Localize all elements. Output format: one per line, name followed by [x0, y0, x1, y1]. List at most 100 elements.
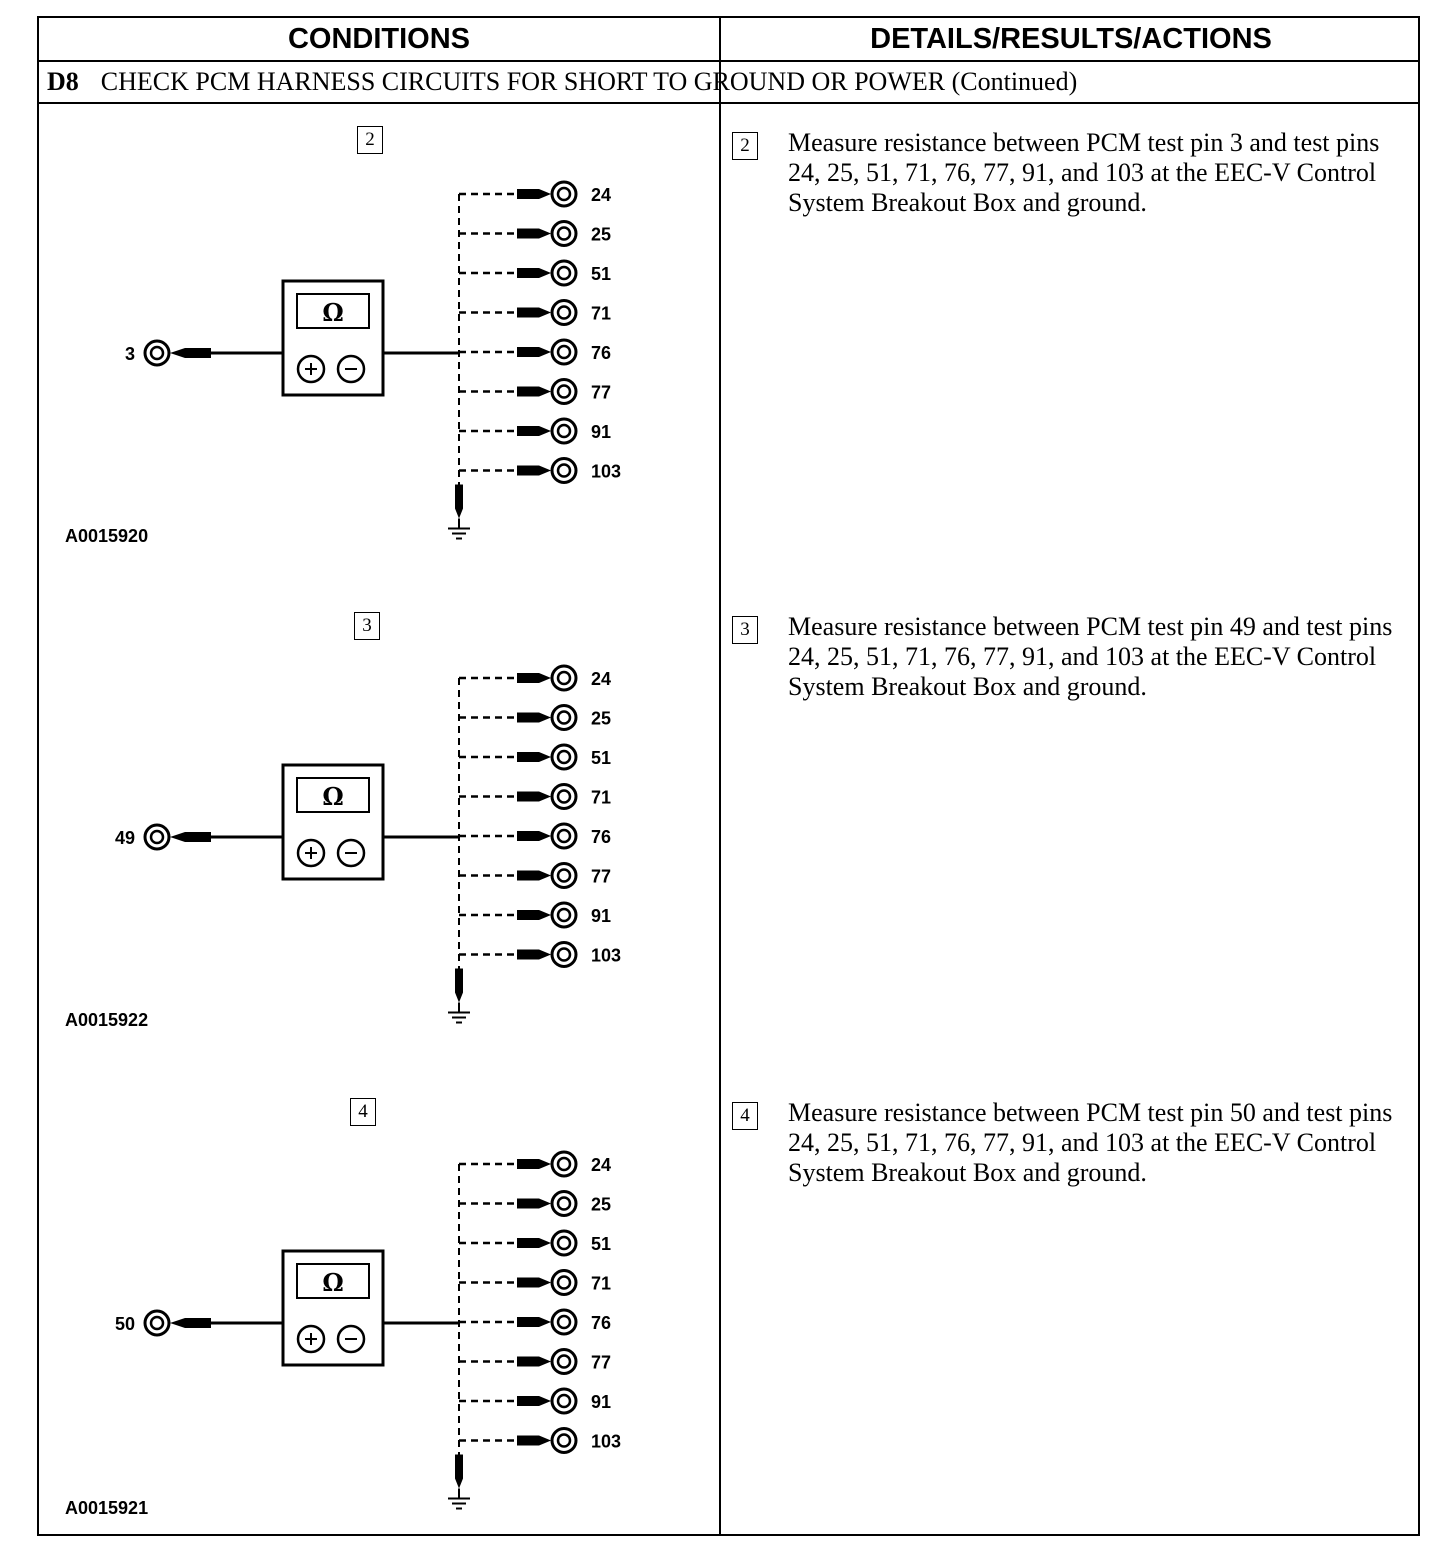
- target-pin-connector-inner: [556, 1235, 572, 1251]
- action-text: Measure resistance between PCM test pin …: [788, 128, 1380, 217]
- source-pin-label: 49: [115, 828, 135, 848]
- step-number-box: 3: [732, 616, 758, 644]
- target-pin-label: 103: [591, 462, 621, 482]
- action-text: Measure resistance between PCM test pin …: [788, 612, 1393, 701]
- source-pin-label: 50: [115, 1314, 135, 1334]
- source-pin-connector-inner: [149, 345, 165, 361]
- title-rule: [39, 102, 1418, 104]
- target-pin-connector-inner: [556, 1156, 572, 1172]
- step-title-row: D8 CHECK PCM HARNESS CIRCUITS FOR SHORT T…: [47, 62, 1077, 102]
- step-code: D8: [47, 67, 79, 96]
- probe-tip: [517, 1396, 551, 1406]
- target-pin-connector-inner: [556, 305, 572, 320]
- target-pin-label: 103: [591, 1432, 621, 1452]
- target-pin-label: 51: [591, 264, 611, 284]
- target-pin-connector: [550, 1308, 578, 1336]
- target-pin-connector-inner: [556, 1275, 572, 1290]
- ohm-symbol: Ω: [322, 782, 343, 811]
- source-pin-label: 3: [125, 344, 135, 364]
- target-pin-label: 71: [591, 304, 611, 324]
- step-number-box: 2: [357, 126, 383, 154]
- probe-tip: [517, 1159, 551, 1169]
- action-panel-step-3: 3 Measure resistance between PCM test pi…: [722, 588, 1422, 1074]
- target-pin-label: 77: [591, 1353, 611, 1373]
- step-number-box: 3: [354, 612, 380, 640]
- target-pin-label: 91: [591, 1392, 611, 1412]
- target-pin-connector-inner: [556, 1314, 572, 1330]
- figure-id: A0015922: [65, 1010, 149, 1030]
- source-pin-connector: [143, 339, 171, 367]
- target-pin-connector-inner: [556, 947, 572, 962]
- probe-tip: [517, 949, 551, 960]
- action-text: Measure resistance between PCM test pin …: [788, 1098, 1393, 1187]
- probe-tip: [517, 831, 551, 841]
- target-pin-label: 71: [591, 1274, 611, 1294]
- target-pin-connector-inner: [556, 749, 572, 765]
- target-pin-connector: [550, 180, 578, 208]
- probe-tip: [517, 386, 551, 397]
- step-title: CHECK PCM HARNESS CIRCUITS FOR SHORT TO …: [100, 67, 1078, 96]
- source-pin-connector: [143, 823, 171, 851]
- target-pin-connector-inner: [556, 1354, 572, 1369]
- step-number-box: 2: [732, 132, 758, 160]
- step-number-box: 4: [350, 1098, 376, 1126]
- source-pin-connector-inner: [149, 1315, 165, 1331]
- target-pin-label: 77: [591, 383, 611, 403]
- target-pin-connector: [550, 1427, 578, 1454]
- probe-tip: [517, 1238, 551, 1248]
- target-pin-connector-inner: [556, 828, 572, 844]
- target-pin-connector: [550, 941, 578, 968]
- probe-tip: [517, 1317, 551, 1327]
- target-pin-connector-inner: [556, 186, 572, 202]
- probe-tip: [517, 1435, 551, 1446]
- probe-tip: [517, 791, 551, 802]
- source-pin-connector: [143, 1309, 171, 1337]
- probe-tip: [517, 1356, 551, 1367]
- target-pin-label: 24: [591, 185, 611, 205]
- probe-tip: [517, 189, 551, 199]
- figure-id: A0015921: [65, 1498, 149, 1518]
- probe-tip: [517, 347, 551, 357]
- target-pin-connector: [550, 338, 578, 366]
- target-pin-connector: [550, 299, 578, 326]
- target-pin-connector: [550, 1190, 578, 1217]
- target-pin-label: 71: [591, 788, 611, 808]
- ground-probe: [455, 1454, 463, 1489]
- ohmmeter-display: [296, 777, 370, 813]
- target-pin-label: 24: [591, 669, 611, 689]
- target-pin-label: 76: [591, 343, 611, 363]
- target-pin-connector-inner: [556, 344, 572, 360]
- target-pin-label: 77: [591, 867, 611, 887]
- target-pin-label: 24: [591, 1155, 611, 1175]
- target-pin-connector-inner: [556, 226, 572, 241]
- target-pin-connector-inner: [556, 1393, 572, 1409]
- probe-tip: [517, 465, 551, 476]
- target-pin-connector: [550, 417, 578, 445]
- action-panel-step-4: 4 Measure resistance between PCM test pi…: [722, 1074, 1422, 1560]
- target-pin-connector-inner: [556, 1433, 572, 1448]
- column-divider: [719, 18, 721, 1536]
- target-pin-connector: [550, 862, 578, 889]
- probe-tip: [517, 870, 551, 881]
- target-pin-connector: [550, 259, 578, 287]
- target-pin-label: 103: [591, 946, 621, 966]
- probe-tip: [170, 832, 211, 842]
- target-pin-connector: [550, 220, 578, 247]
- probe-tip: [517, 712, 551, 723]
- source-pin-connector-inner: [149, 829, 165, 845]
- target-pin-label: 91: [591, 422, 611, 442]
- target-pin-connector: [550, 1387, 578, 1415]
- target-pin-label: 51: [591, 748, 611, 768]
- ground-probe: [455, 484, 463, 519]
- target-pin-connector: [550, 783, 578, 810]
- ground-probe: [455, 968, 463, 1003]
- target-pin-connector: [550, 1348, 578, 1375]
- probe-tip: [517, 228, 551, 239]
